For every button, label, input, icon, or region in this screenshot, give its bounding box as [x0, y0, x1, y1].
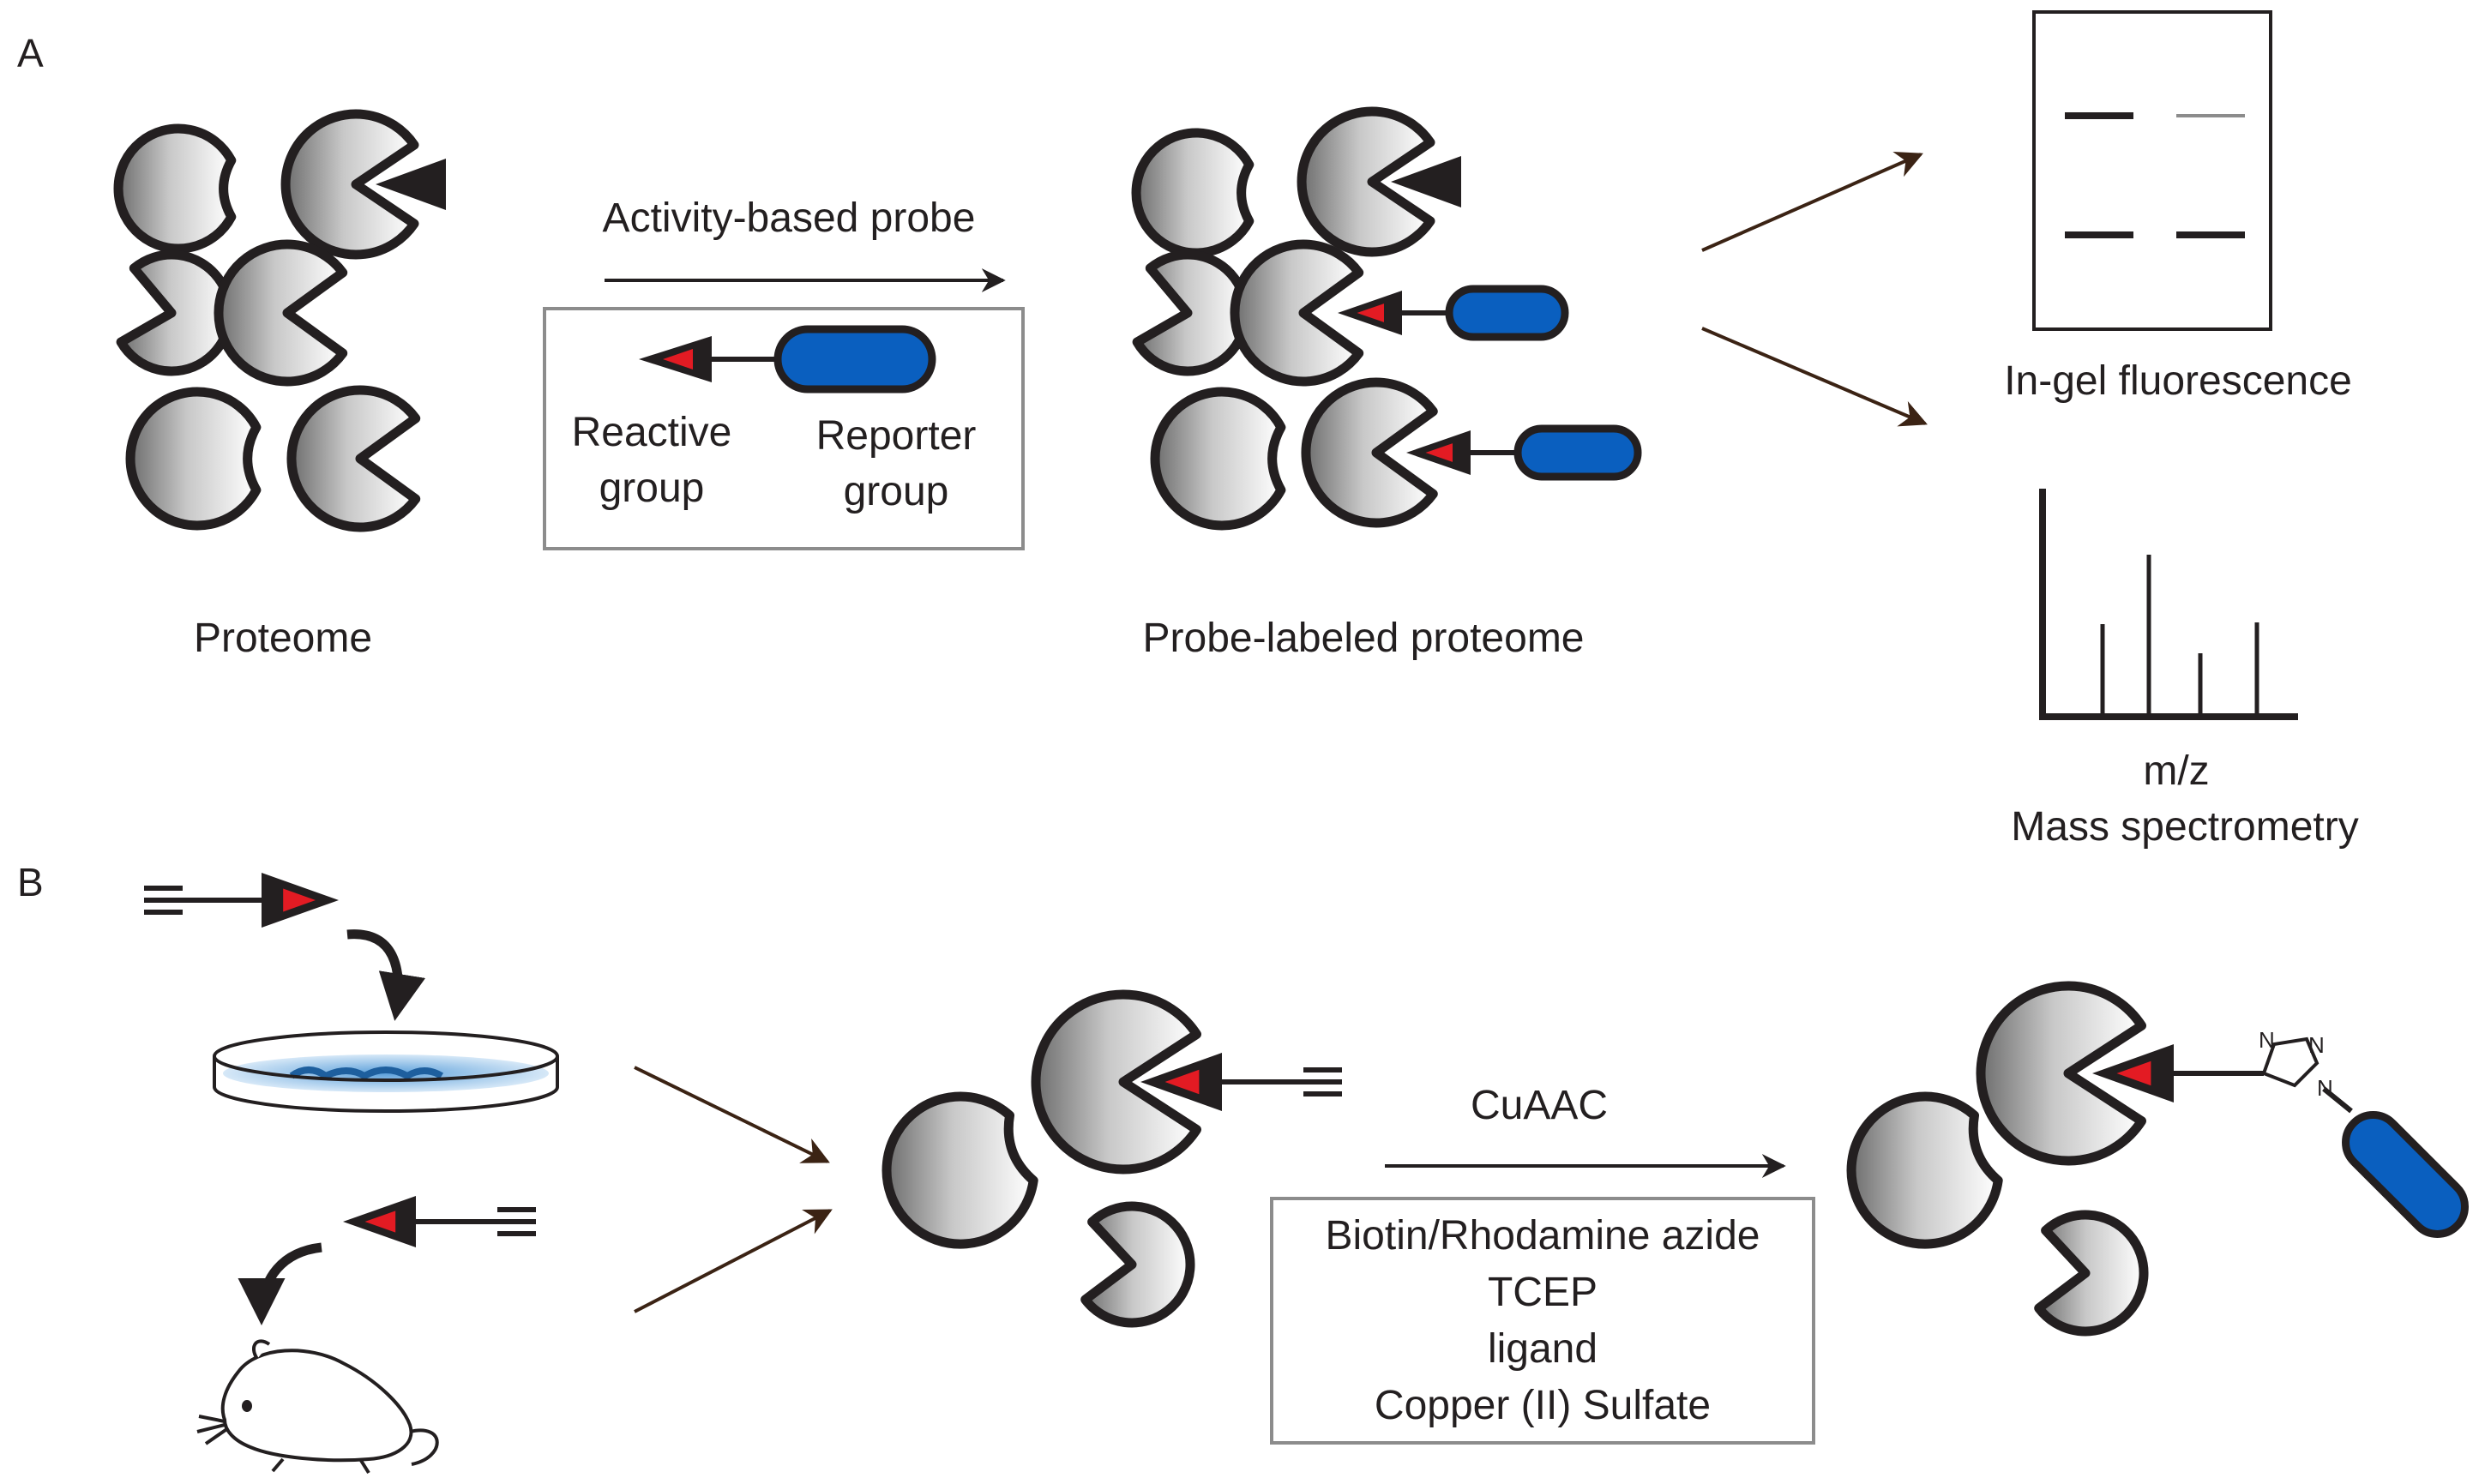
- mass-spectrum-icon: [2039, 489, 2298, 720]
- triazole-n2: N: [2308, 1032, 2325, 1058]
- alkyne-probe-icon-2: [343, 1196, 536, 1247]
- proteome-label: Proteome: [194, 616, 372, 661]
- enzyme-icon: [1132, 249, 1251, 376]
- reagent-2: TCEP: [1488, 1270, 1598, 1315]
- ms-axis-label: m/z: [2143, 748, 2209, 794]
- inhibitor-icon: [376, 159, 446, 210]
- enzyme-icon: [2034, 1210, 2149, 1337]
- gel-label: In-gel fluorescence: [2004, 358, 2352, 404]
- panel-a-letter: A: [17, 31, 44, 75]
- enzyme-icon: [286, 385, 421, 532]
- enzyme-icon: [113, 123, 237, 254]
- enzyme-icon: [1031, 989, 1201, 1175]
- reactive-group-icon: [1164, 1069, 1200, 1095]
- reactive-group-label-line2: group: [599, 466, 705, 511]
- reactive-group-icon: [2116, 1060, 2151, 1086]
- reporter-group-label-line2: group: [844, 469, 949, 514]
- culture-dish-icon: [213, 1030, 559, 1113]
- triazole-icon: N N N: [2238, 1027, 2353, 1114]
- arrow-dish-to-cluster: [634, 1066, 830, 1163]
- triazole-n1: N: [2259, 1027, 2275, 1053]
- enzyme-icon: [125, 387, 262, 531]
- reporter-icon: [1513, 424, 1642, 481]
- arrow-to-ms: [1701, 327, 1928, 427]
- enzyme-icon: [1301, 377, 1438, 528]
- reactive-group-label-line1: Reactive: [572, 410, 732, 455]
- panel-b-letter: B: [17, 860, 44, 904]
- probe-legend-box: [543, 307, 1025, 550]
- enzyme-icon: [1976, 981, 2146, 1166]
- gel-icon: [2032, 10, 2272, 331]
- enzyme-icon: [214, 239, 348, 387]
- reporter-icon: [1445, 285, 1569, 341]
- enzyme-icon: [1297, 106, 1435, 257]
- reactive-group-icon: [1357, 303, 1384, 322]
- enzyme-icon: [881, 1091, 1038, 1249]
- reaction-label: CuAAC: [1471, 1083, 1608, 1128]
- arrow-mouse-to-cluster: [634, 1209, 833, 1313]
- probe-legend-icon: [639, 325, 936, 394]
- enzyme-icon: [1150, 387, 1286, 531]
- mouse-icon: [196, 1339, 439, 1475]
- curved-arrow-to-mouse: [238, 1242, 322, 1325]
- curved-arrow-to-dish: [346, 929, 426, 1021]
- probe-arrow-label: Activity-based probe: [603, 195, 976, 241]
- proteome-cluster: [113, 109, 446, 532]
- reporter-tag: [2342, 1111, 2469, 1238]
- probe-labeled-cluster: [1131, 106, 1642, 531]
- inhibitor-icon: [1391, 156, 1461, 207]
- reactive-group-icon: [364, 1211, 396, 1233]
- alkyne-probe-icon: [144, 873, 339, 928]
- enzyme-icon: [280, 109, 419, 260]
- enzyme-icon: [116, 249, 235, 376]
- reagent-1: Biotin/Rhodamine azide: [1326, 1213, 1760, 1259]
- alkyne-labeled-cluster: [881, 989, 1342, 1328]
- enzyme-icon: [1846, 1091, 2003, 1249]
- reagent-box: [1270, 1197, 1815, 1445]
- reactive-group-icon: [283, 888, 316, 912]
- reporter-group-label-line1: Reporter: [816, 413, 977, 459]
- arrow-to-gel: [1701, 151, 1923, 252]
- ms-label: Mass spectrometry: [2011, 804, 2358, 850]
- click-labeled-cluster: [1846, 981, 2240, 1337]
- reactive-group-icon: [1425, 443, 1453, 462]
- reagent-4: Copper (II) Sulfate: [1375, 1383, 1711, 1428]
- enzyme-icon: [1131, 128, 1255, 258]
- enzyme-icon: [1230, 239, 1364, 387]
- probe-labeled-label: Probe-labeled proteome: [1143, 616, 1585, 661]
- reagent-3: ligand: [1488, 1326, 1598, 1372]
- enzyme-icon: [1080, 1201, 1195, 1328]
